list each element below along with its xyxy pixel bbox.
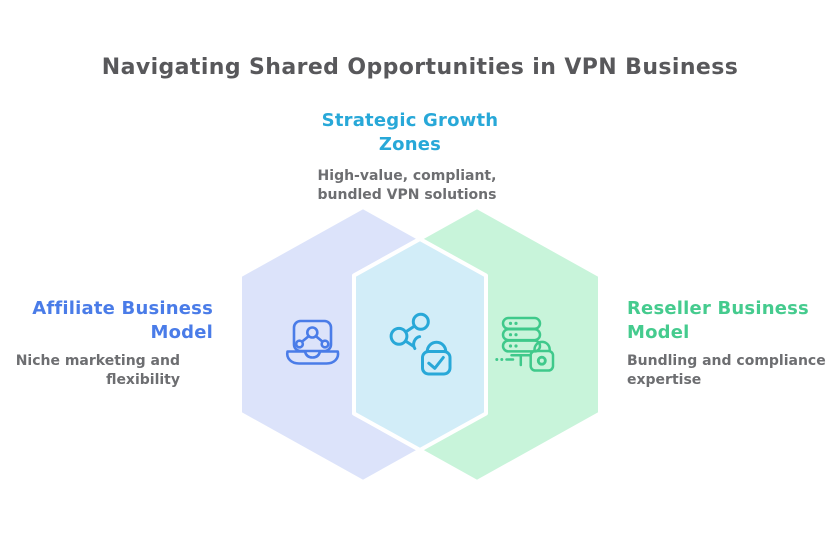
server-lock-icon xyxy=(495,316,555,372)
share-lock-icon xyxy=(389,312,452,376)
page-title: Navigating Shared Opportunities in VPN B… xyxy=(101,55,739,80)
center-zone-description: High-value, compliant, bundled VPN solut… xyxy=(317,168,497,203)
overlap-hexagon xyxy=(352,237,488,452)
left-zone-description: Niche marketing and flexibility xyxy=(15,353,180,388)
right-zone-description: Bundling and compliance expertise xyxy=(627,353,826,388)
laptop-network-icon xyxy=(285,319,340,365)
center-zone-heading: Strategic Growth Zones xyxy=(321,110,499,155)
left-zone-heading: Affiliate Business Model xyxy=(32,298,213,343)
right-zone-heading: Reseller Business Model xyxy=(627,298,809,343)
